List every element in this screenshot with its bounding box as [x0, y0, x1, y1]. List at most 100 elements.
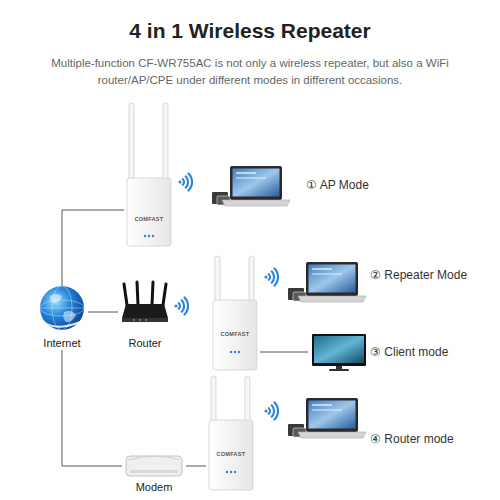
laptop-icon-part [309, 265, 356, 293]
repeater-device-part [234, 471, 236, 473]
brand-label: COMFAST [135, 216, 164, 223]
mode-node: ④ Router mode [370, 429, 490, 449]
node-label: Router [128, 337, 161, 350]
laptop-icon-part [312, 268, 332, 270]
tv-icon-part [314, 336, 364, 363]
repeater-device-part [238, 351, 240, 353]
router-icon-part [122, 318, 168, 322]
globe-icon-part [40, 300, 84, 316]
laptop-icon-part [306, 398, 358, 432]
mode-label: ② Repeater Mode [370, 268, 467, 282]
wifi-symbol-part [264, 409, 267, 412]
laptop-icon-part [298, 432, 366, 438]
laptop-icon-part [309, 401, 356, 429]
mode-node: ② Repeater Mode [370, 265, 496, 285]
laptop-icon-part [312, 273, 342, 275]
router-icon-part [145, 319, 147, 321]
laptop-icon-part [312, 409, 342, 411]
node-label: Internet [43, 337, 80, 350]
wifi-symbol-part [264, 275, 267, 278]
repeater-device-part [234, 351, 236, 353]
network-cable [186, 466, 206, 467]
repeater-node: COMFAST [124, 100, 174, 248]
globe-icon [38, 286, 84, 330]
diagram-title-box: 4 in 1 Wireless Repeater [10, 18, 490, 44]
repeater-device [213, 256, 257, 370]
repeater-device-part [230, 471, 232, 473]
wifi-symbol-part [272, 405, 274, 416]
wifi-symbol-part [269, 408, 270, 414]
repeater-device [209, 376, 253, 490]
diagram-title: 4 in 1 Wireless Repeater [10, 18, 490, 44]
wifi-symbol-part [189, 174, 193, 191]
laptop-icon-part [222, 200, 290, 206]
laptop-icon-part [236, 172, 256, 174]
router-icon-part [137, 282, 138, 305]
diagram-caption: Multiple-function CF-WR755AC is not only… [25, 55, 475, 89]
wifi-symbol-part [183, 179, 184, 185]
wifi-symbol-part [185, 298, 189, 315]
wifi-symbol-part [178, 180, 181, 183]
repeater-node: COMFAST [210, 252, 260, 372]
network-cable [88, 312, 118, 313]
laptop-icon [288, 398, 366, 438]
wifi-symbol [264, 269, 278, 286]
brand-label: COMFAST [217, 451, 246, 458]
laptop-icon-part [298, 296, 366, 302]
node-label: Modem [136, 481, 173, 494]
router-node: Router [118, 282, 172, 350]
repeater-device-part [230, 351, 232, 353]
laptop-icon [288, 262, 366, 302]
wifi-symbol-part [272, 271, 274, 282]
repeater-node: COMFAST [206, 372, 256, 492]
modem-icon-part [130, 470, 178, 473]
laptop-icon-part [236, 177, 266, 179]
laptop-icon [212, 166, 290, 206]
laptop-icon-part [312, 404, 332, 406]
modem-icon-part [126, 456, 182, 476]
router-icon-part [133, 319, 135, 321]
mode-node: ① AP Mode [306, 175, 426, 195]
laptop-icon-part [233, 169, 280, 197]
mode-label: ① AP Mode [306, 178, 369, 192]
repeater-device [127, 103, 171, 246]
wifi-symbol-part [275, 269, 279, 286]
repeater-device-part [144, 235, 146, 237]
diagram-caption-box: Multiple-function CF-WR755AC is not only… [25, 55, 475, 89]
wifi-symbol-part [174, 304, 177, 307]
modem-node: Modem [122, 452, 186, 494]
modem-icon-part [128, 456, 180, 460]
router-icon-part [163, 284, 166, 305]
wifi-symbol-part [186, 176, 188, 187]
globe-icon-part [38, 316, 80, 327]
network-cable [62, 350, 122, 466]
wifi-symbol-part [275, 403, 279, 420]
tv-icon [312, 334, 366, 371]
repeater-device-part [213, 300, 257, 370]
mode-label: ④ Router mode [370, 432, 454, 446]
router-icon-part [124, 284, 127, 305]
globe-icon-part [40, 308, 84, 309]
globe-icon-part [63, 311, 76, 322]
repeater-device-part [209, 420, 253, 490]
wifi-symbol [174, 298, 188, 315]
repeater-device-part [148, 235, 150, 237]
brand-label: COMFAST [221, 331, 250, 338]
wifi-symbol-part [179, 303, 180, 309]
repeater-device-part [226, 471, 228, 473]
modem-icon [126, 456, 182, 476]
repeater-device-part [152, 235, 154, 237]
tv-icon-part [312, 334, 366, 366]
tv-icon-part [336, 366, 342, 369]
router-icon-part [152, 282, 153, 305]
laptop-icon-part [306, 262, 358, 296]
router-icon-part [122, 304, 168, 318]
mode-label: ③ Client mode [370, 345, 448, 359]
router-icon [122, 282, 168, 322]
wifi-symbol [264, 403, 278, 420]
client-node: ③ Client mode [308, 330, 458, 374]
globe-icon-part [50, 294, 62, 303]
internet-node: Internet [36, 286, 88, 350]
network-cable [260, 352, 308, 353]
